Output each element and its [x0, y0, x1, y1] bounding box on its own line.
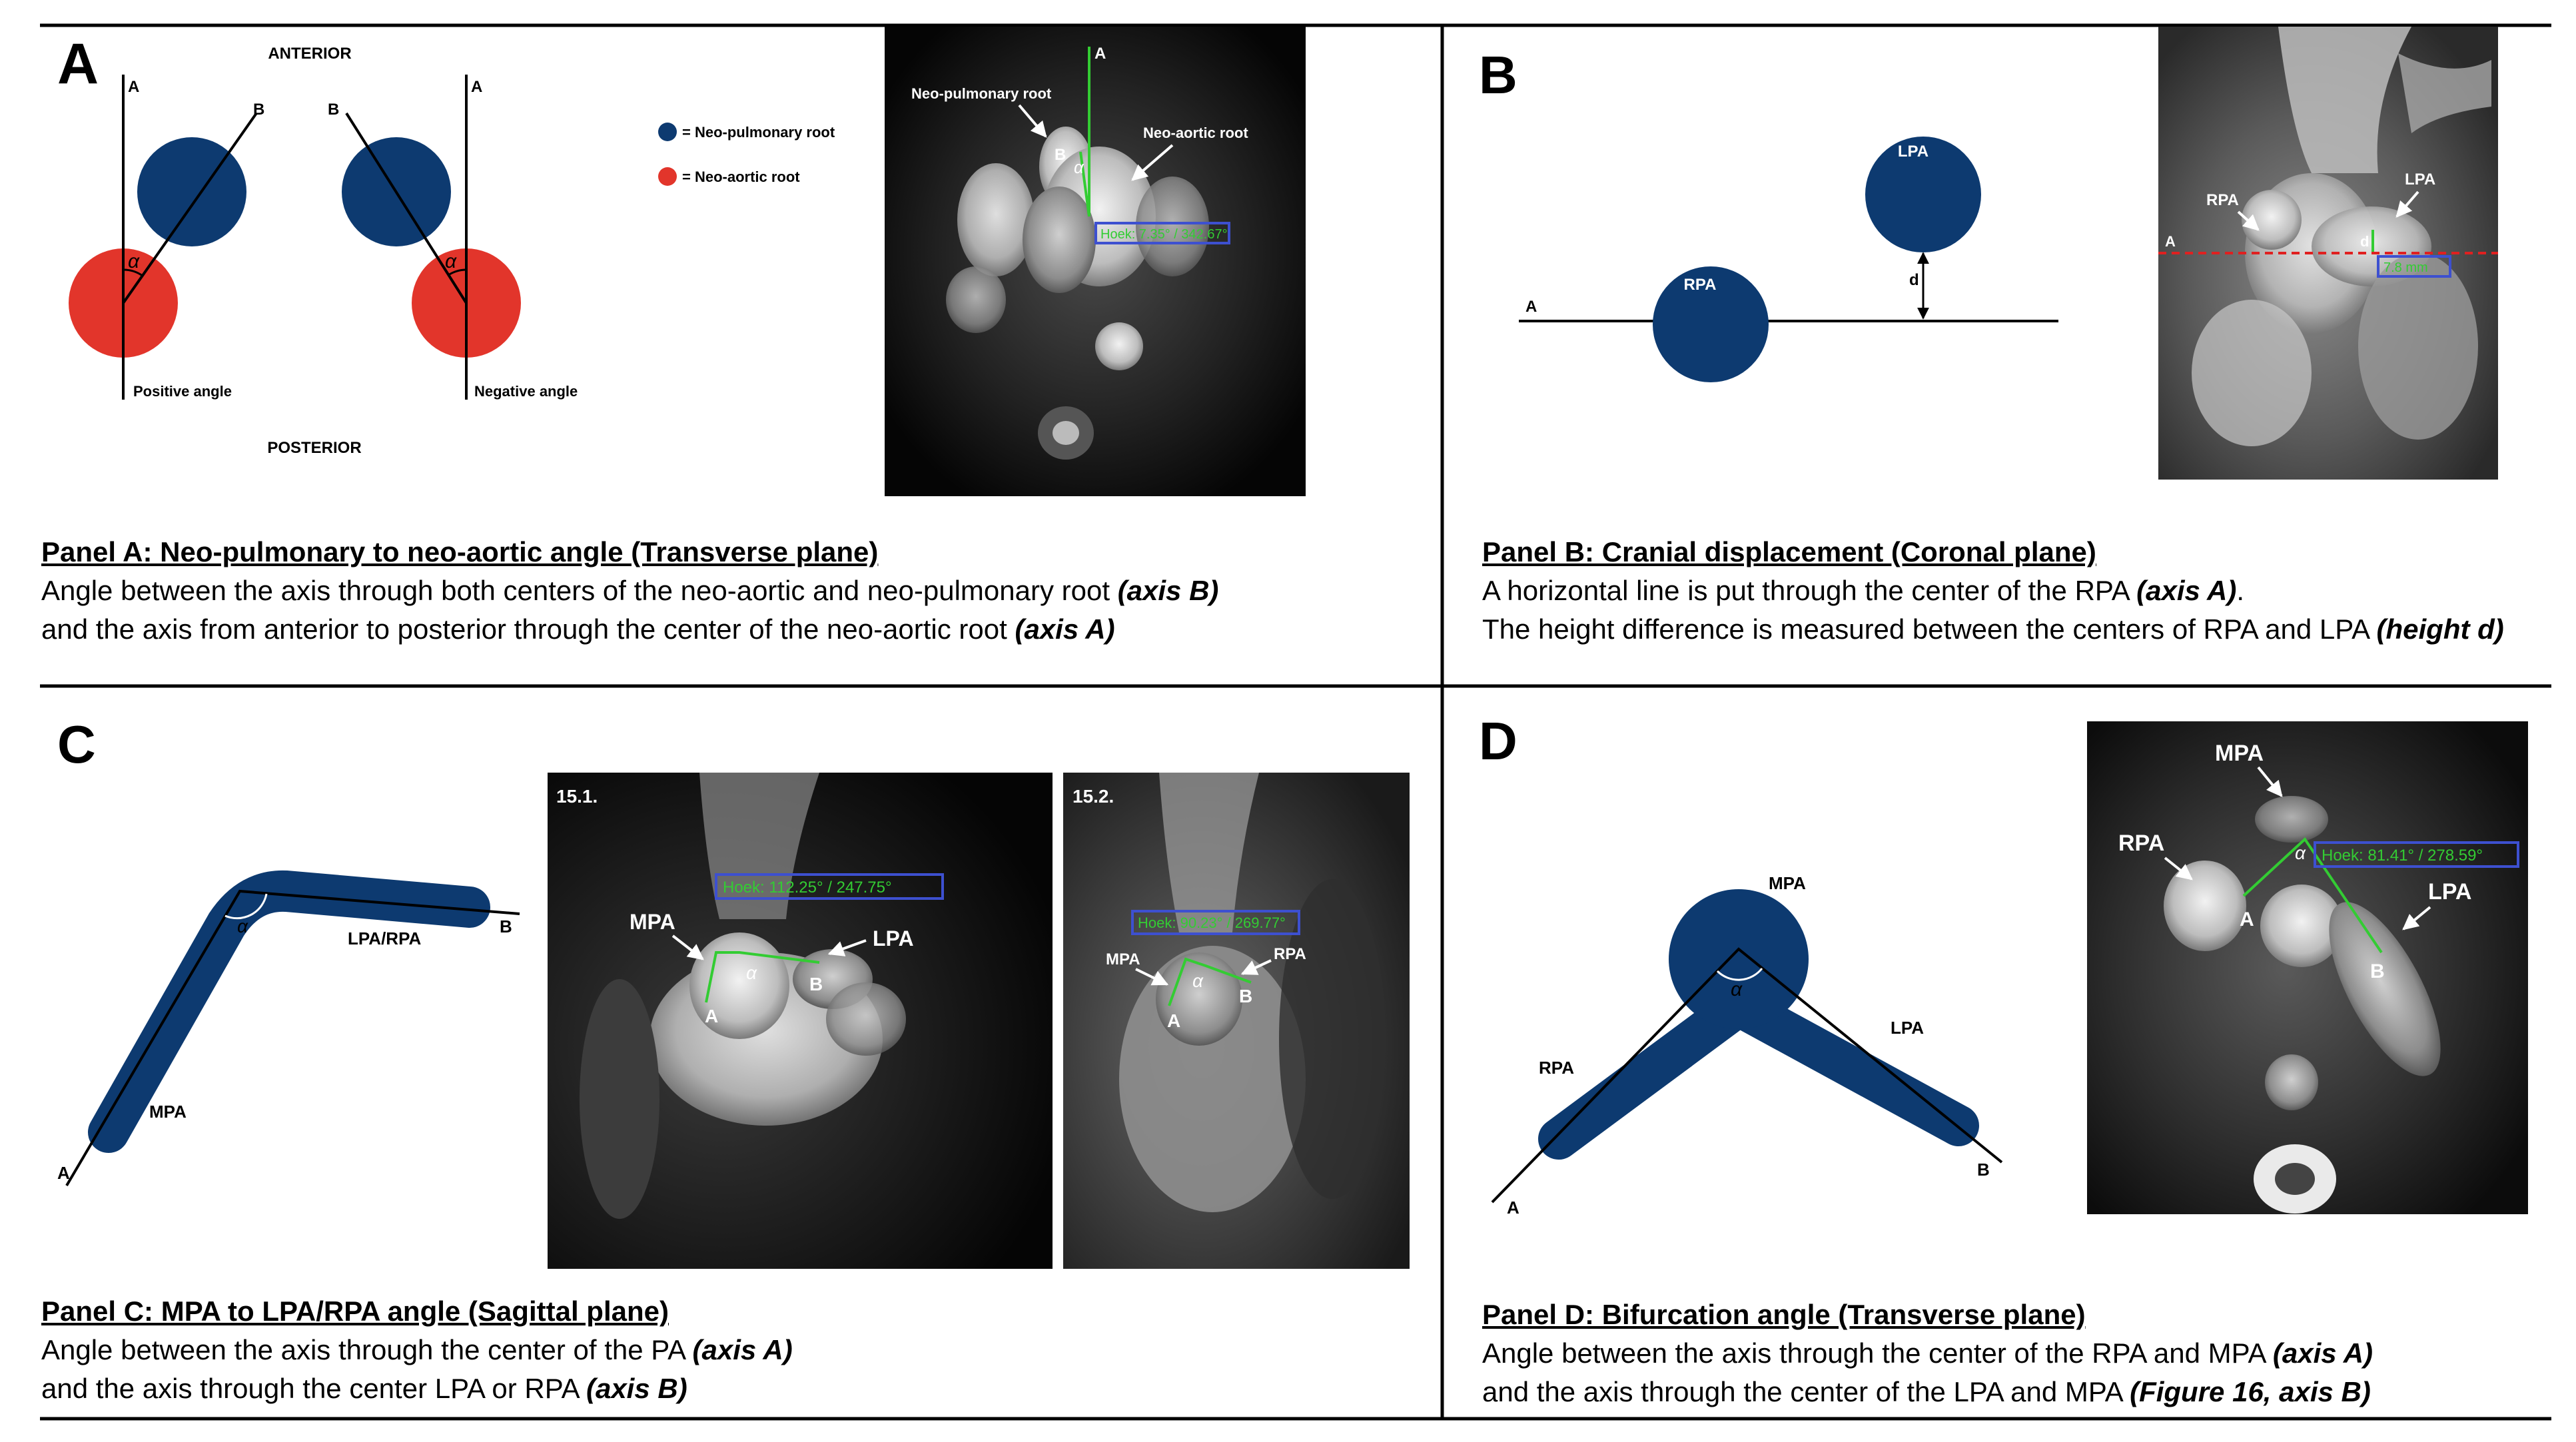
legend-aortic-dot	[658, 167, 677, 186]
scan-point-a: A	[1094, 45, 1106, 63]
positive-angle-diagram: A B α Positive angle	[69, 75, 264, 400]
panel-b-caption: Panel B: Cranial displacement (Coronal p…	[1482, 533, 2561, 649]
scan2-point-a: A	[1167, 1010, 1180, 1031]
legend-pulmonary-label: = Neo-pulmonary root	[682, 124, 835, 141]
scan-label-aortic: Neo-aortic root	[1143, 125, 1248, 141]
scan-rpa-label: RPA	[2118, 831, 2164, 856]
lpa-circle	[1865, 137, 1981, 252]
panel-c-caption-line-1: Angle between the axis through the cente…	[41, 1334, 793, 1365]
scan2-rpa-label: RPA	[1274, 945, 1306, 963]
axis-a-label: A	[1507, 1198, 1519, 1218]
lpa-rpa-label: LPA/RPA	[348, 928, 421, 948]
posterior-label: POSTERIOR	[267, 439, 361, 457]
scan-label-pulmonary: Neo-pulmonary root	[911, 85, 1052, 102]
scan-point-b: B	[1055, 146, 1066, 164]
scan1-mpa-label: MPA	[630, 910, 675, 934]
scan-d: d	[2360, 233, 2369, 250]
axis-a-label: A	[57, 1163, 70, 1183]
panel-d-caption-line-2: and the axis through the center of the L…	[1482, 1376, 2371, 1407]
panel-c: C α LPA/RPA MPA A B Hoek: 112.25° / 247.…	[57, 715, 1410, 1269]
scan1-alpha: α	[746, 962, 757, 983]
axis-b-label: B	[500, 916, 512, 936]
scan-distance-readout: 7.8 mm	[2383, 260, 2428, 275]
lpa-label: LPA	[1898, 143, 1929, 161]
panel-c-letter: C	[57, 715, 96, 774]
alpha-symbol: α	[128, 250, 140, 272]
scan-rpa-label: RPA	[2206, 191, 2239, 209]
panel-a-caption: Panel A: Neo-pulmonary to neo-aortic ang…	[41, 533, 1427, 649]
scan2-number: 15.2.	[1073, 786, 1114, 807]
scan1-lpa-label: LPA	[873, 926, 914, 950]
bifurcation-mri-image: Hoek: 81.41° / 278.59° MPA RPA LPA A B α	[2087, 721, 2528, 1214]
scan1-number: 15.1.	[556, 786, 598, 807]
transverse-mri-image: Hoek: 7.35° / 342.67° A B α Neo-pulmonar…	[885, 27, 1306, 496]
scan-lpa-label: LPA	[2428, 879, 2471, 904]
scan-alpha: α	[2295, 843, 2306, 863]
rpa-label: RPA	[1684, 276, 1717, 294]
panel-b-letter: B	[1479, 45, 1517, 105]
axis-b-label: B	[1977, 1160, 1990, 1180]
scan1-point-a: A	[705, 1006, 718, 1026]
anterior-label: ANTERIOR	[268, 45, 351, 63]
panel-a: A ANTERIOR POSTERIOR A B α Positive angl…	[57, 27, 1306, 496]
panel-b-caption-line-2: The height difference is measured betwee…	[1482, 613, 2504, 645]
mpa-label: MPA	[1769, 873, 1806, 893]
panel-a-caption-line-2: and the axis from anterior to posterior …	[41, 613, 1115, 645]
axis-b-label: B	[328, 101, 339, 119]
panel-d-caption-title: Panel D: Bifurcation angle (Transverse p…	[1482, 1299, 2086, 1330]
axis-a-label: A	[128, 78, 139, 96]
rpa-label: RPA	[1539, 1058, 1574, 1078]
panel-c-caption: Panel C: MPA to LPA/RPA angle (Sagittal …	[41, 1292, 1427, 1408]
scan-axis-a: A	[2165, 233, 2176, 250]
panel-d-letter: D	[1479, 711, 1517, 771]
alpha-symbol: α	[1731, 978, 1743, 1000]
axis-b-label: B	[253, 101, 264, 119]
panel-a-caption-line-1: Angle between the axis through both cent…	[41, 575, 1219, 606]
scan2-point-b: B	[1239, 986, 1252, 1006]
coronal-mri-image: 7.8 mm RPA LPA A d	[2158, 27, 2498, 480]
scan-point-a: A	[2240, 908, 2254, 930]
alpha-symbol: α	[445, 250, 457, 272]
axis-a-label: A	[1525, 298, 1537, 316]
negative-angle-diagram: B A α Negative angle	[328, 75, 578, 400]
panel-a-caption-title: Panel A: Neo-pulmonary to neo-aortic ang…	[41, 536, 879, 567]
mpa-label: MPA	[149, 1102, 187, 1122]
axis-a-label: A	[471, 78, 482, 96]
scan-alpha: α	[1074, 157, 1084, 177]
neo-pulmonary-root-circle	[137, 137, 246, 246]
scan-angle-readout: Hoek: 81.41° / 278.59°	[2322, 847, 2483, 865]
positive-angle-label: Positive angle	[133, 383, 232, 400]
legend-pulmonary-dot	[658, 123, 677, 141]
legend-aortic-label: = Neo-aortic root	[682, 169, 800, 185]
scan2-mpa-label: MPA	[1106, 950, 1140, 968]
legend: = Neo-pulmonary root = Neo-aortic root	[658, 123, 835, 186]
panel-borders	[40, 23, 2551, 1421]
panel-d-caption-line-1: Angle between the axis through the cente…	[1482, 1337, 2373, 1369]
rpa-circle	[1653, 266, 1769, 382]
scan1-angle-readout: Hoek: 112.25° / 247.75°	[723, 879, 892, 897]
sagittal-mri-image-1: Hoek: 112.25° / 247.75° 15.1. MPA LPA A …	[548, 773, 1053, 1269]
mpa-circle	[1669, 889, 1809, 1029]
scan-point-b: B	[2370, 960, 2385, 982]
panel-b: B A RPA LPA d 7.8 mm RPA LPA A d	[1479, 27, 2498, 480]
negative-angle-label: Negative angle	[474, 383, 578, 400]
panel-d: D α MPA RPA LPA A B Hoek: 81.41° / 278.5…	[1479, 711, 2528, 1218]
scan-lpa-label: LPA	[2405, 171, 2435, 188]
panel-b-caption-line-1: A horizontal line is put through the cen…	[1482, 575, 2245, 606]
panel-b-caption-title: Panel B: Cranial displacement (Coronal p…	[1482, 536, 2096, 567]
scan2-angle-readout: Hoek: 90.23° / 269.77°	[1138, 914, 1286, 931]
panel-c-caption-line-2: and the axis through the center LPA or R…	[41, 1373, 687, 1404]
scan-mpa-label: MPA	[2215, 741, 2264, 766]
alpha-symbol: α	[237, 916, 248, 936]
panel-c-caption-title: Panel C: MPA to LPA/RPA angle (Sagittal …	[41, 1295, 669, 1327]
height-d-label: d	[1909, 271, 1919, 289]
scan2-alpha: α	[1192, 970, 1204, 991]
scan1-point-b: B	[809, 974, 823, 994]
panel-a-letter: A	[57, 32, 99, 96]
scan-angle-readout: Hoek: 7.35° / 342.67°	[1100, 227, 1228, 242]
lpa-label: LPA	[1891, 1018, 1924, 1038]
panel-d-caption: Panel D: Bifurcation angle (Transverse p…	[1482, 1295, 2561, 1411]
sagittal-mri-image-2: Hoek: 90.23° / 269.77° 15.2. MPA RPA A B…	[1063, 773, 1410, 1269]
